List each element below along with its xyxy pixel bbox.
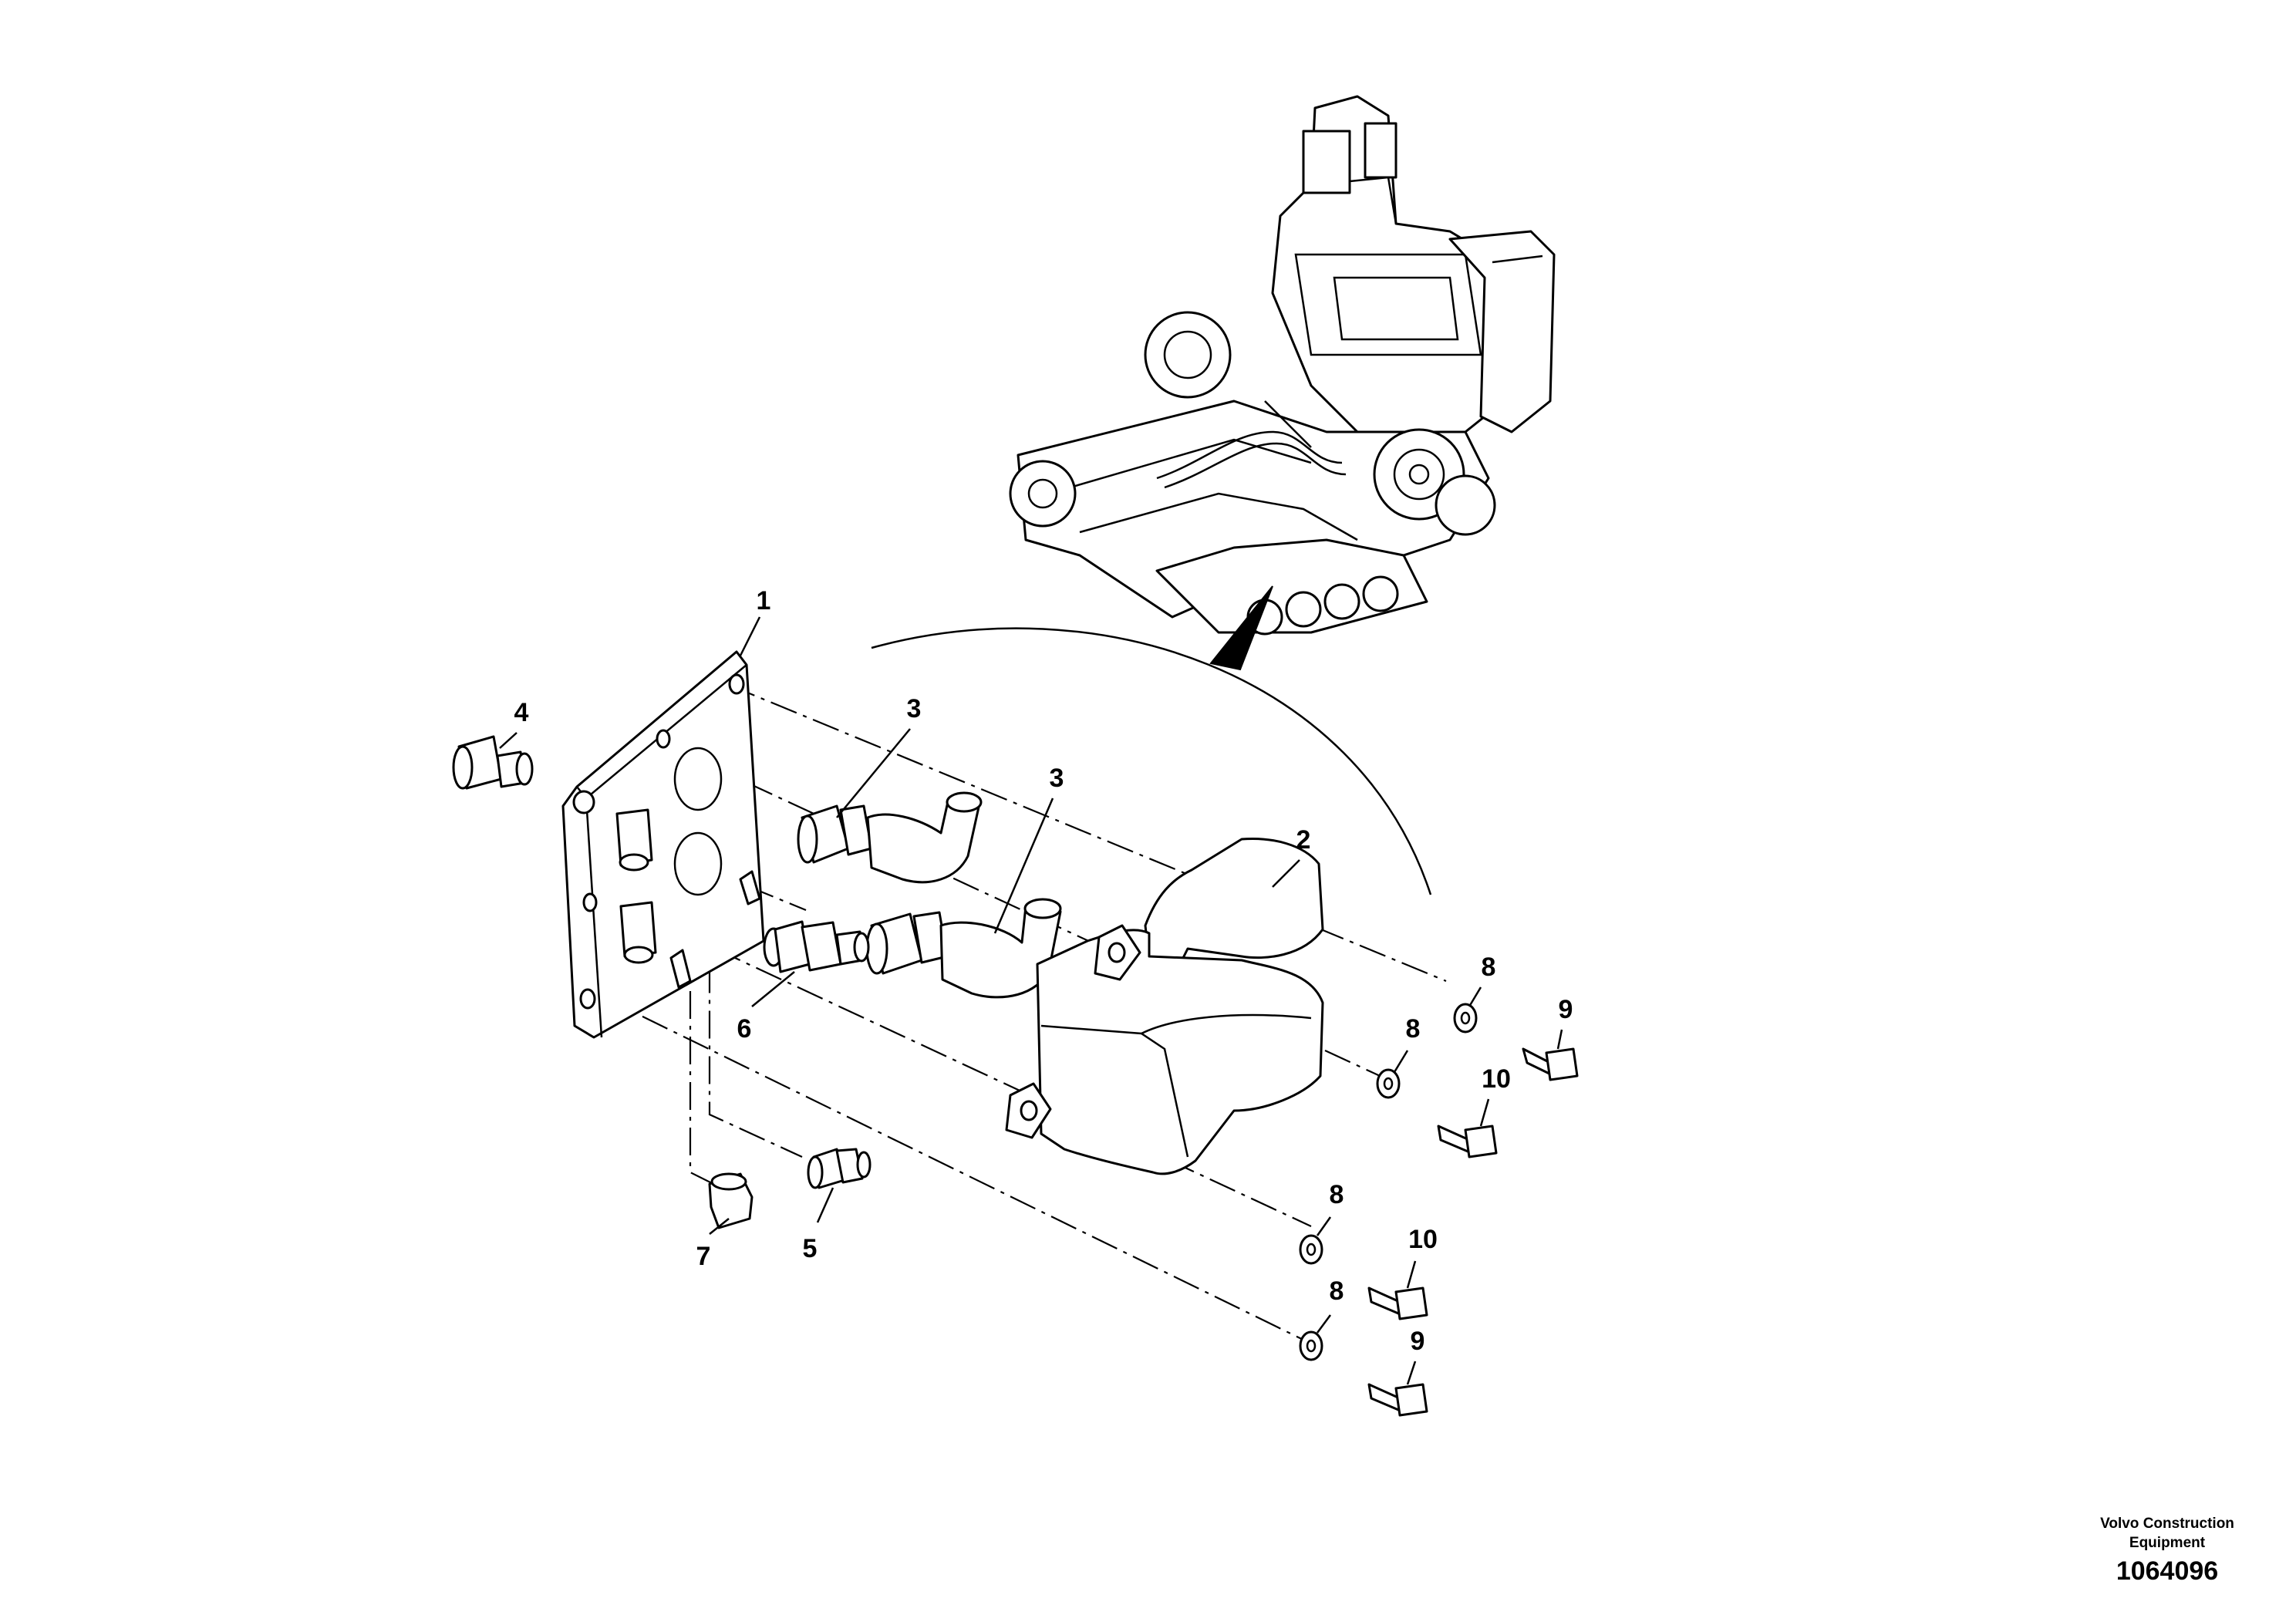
callout-9-a: 9 (1559, 995, 1573, 1024)
callout-5: 5 (803, 1234, 818, 1263)
callout-3-lower: 3 (1050, 764, 1064, 793)
callout-8-d: 8 (1330, 1276, 1344, 1306)
callout-labels: 1 2 3 3 4 5 6 7 8 8 8 8 9 9 10 10 (514, 586, 1573, 1356)
bolt-10-b (1367, 1286, 1428, 1320)
callout-2: 2 (1296, 825, 1311, 855)
washer-8-b (1376, 1068, 1401, 1099)
drawing-number: 1064096 (2116, 1556, 2219, 1586)
part-7-plug (708, 1172, 754, 1229)
callout-9-b: 9 (1411, 1327, 1425, 1356)
detail-view-arc (871, 627, 1432, 895)
part-2-cover-bracket (1005, 838, 1324, 1175)
bolt-9-b (1367, 1383, 1428, 1417)
callout-8-c: 8 (1330, 1180, 1344, 1209)
washer-8-c (1299, 1234, 1323, 1265)
callout-8-b: 8 (1406, 1014, 1421, 1044)
part-3-upper-elbow (797, 791, 983, 884)
part-6-fitting (763, 920, 870, 973)
mounting-plate (561, 650, 765, 1039)
callout-3-upper: 3 (907, 694, 922, 723)
machine-overview-illustration (1009, 95, 1556, 671)
bolt-10-a (1437, 1125, 1498, 1158)
callout-6: 6 (737, 1014, 752, 1044)
company-name-line1: Volvo Construction (2100, 1516, 2234, 1532)
leader-lines (709, 616, 1563, 1385)
company-name-line2: Equipment (2129, 1535, 2206, 1551)
callout-1: 1 (757, 586, 771, 615)
part-5-fitting (807, 1148, 872, 1189)
washer-8-d (1299, 1330, 1323, 1361)
bolt-9-a (1522, 1047, 1579, 1081)
callout-10-b: 10 (1408, 1225, 1438, 1254)
washer-8-a (1453, 1003, 1478, 1034)
part-4-fitting (452, 732, 534, 790)
callout-4: 4 (514, 698, 529, 727)
callout-7: 7 (696, 1242, 711, 1271)
part-3-lower-elbow (865, 898, 1062, 999)
callout-8-a: 8 (1482, 953, 1496, 982)
callout-10-a: 10 (1482, 1064, 1511, 1094)
